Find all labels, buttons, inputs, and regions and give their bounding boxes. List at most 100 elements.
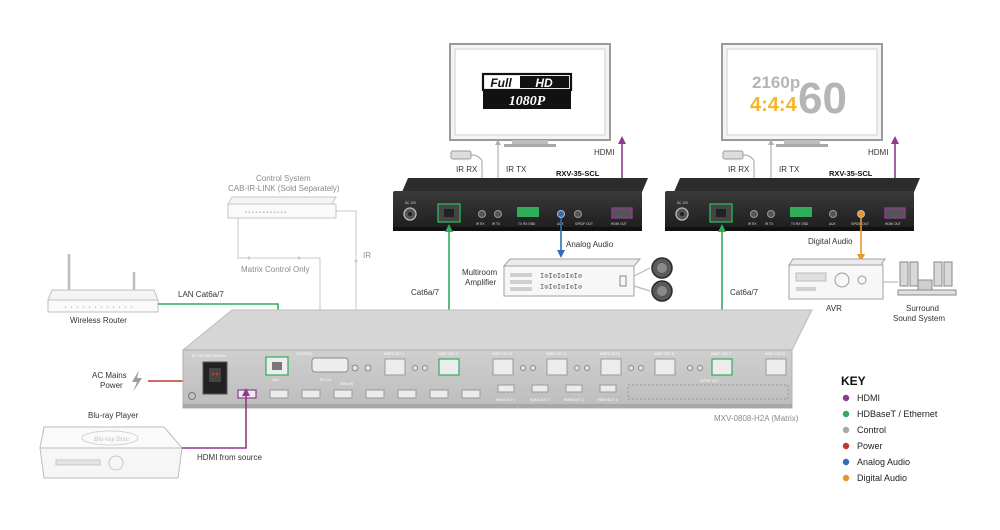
svg-text:TX RX GND: TX RX GND: [518, 222, 536, 226]
ir-label: IR: [363, 251, 371, 260]
svg-text:HDMI OUT: HDMI OUT: [885, 222, 901, 226]
svg-text:HDMI OUT: HDMI OUT: [611, 222, 627, 226]
multiroom-label-line1: Multiroom: [462, 268, 497, 277]
legend-label-digital-audio: Digital Audio: [857, 473, 907, 483]
legend-swatch-hdmi: [842, 394, 850, 402]
svg-text:AUX: AUX: [829, 222, 836, 226]
svg-text:IR RX: IR RX: [476, 222, 485, 226]
ir-eye-right: [722, 150, 755, 205]
lightning-icon: [132, 370, 142, 392]
receiver-right: RXV-35-SCL DC 12V IR RX IR TX TX RX GND …: [665, 169, 920, 231]
svg-text:AC 100-240V 50/60Hz: AC 100-240V 50/60Hz: [192, 354, 226, 358]
svg-text:S/PDIF OUT: S/PDIF OUT: [575, 222, 593, 226]
svg-text:Full: Full: [490, 76, 512, 90]
multiroom-amplifier: I⊙I⊙I⊙I⊙I⊙ I⊙I⊙I⊙I⊙I⊙: [502, 257, 673, 302]
control-system-label-line1: Control System: [256, 174, 311, 183]
legend-item-digital-audio: Digital Audio: [842, 473, 907, 483]
receiver-left: RXV-35-SCL DC 12V IR RX IR TX TX RX GND …: [393, 169, 648, 231]
ir-rx-label-right: IR RX: [728, 165, 750, 174]
surround-speakers: [897, 261, 957, 296]
avr-unit: [788, 258, 886, 300]
ac-mains-label-line2: Power: [100, 381, 123, 390]
svg-text:HDBT OUT 2: HDBT OUT 2: [438, 352, 458, 356]
matrix-switch: AC 100-240V 50/60Hz LAN CONTROL RS-232 H…: [181, 309, 813, 409]
wireless-router-label: Wireless Router: [70, 316, 127, 325]
surround-label-line2: Sound System: [893, 314, 945, 323]
svg-text:LAN: LAN: [272, 378, 279, 382]
bluray-label: Blu-ray Player: [88, 411, 139, 420]
lan-label: LAN Cat6a/7: [178, 290, 224, 299]
control-system-label-line2: CAB-IR-LINK (Sold Separately): [228, 184, 340, 193]
svg-text:S/PDIF OUT: S/PDIF OUT: [700, 379, 719, 383]
svg-text:HDBT OUT 5: HDBT OUT 5: [600, 352, 620, 356]
hdmi-label-left: HDMI: [594, 148, 614, 157]
matrix-model-label: MXV-0808-H2A (Matrix): [714, 414, 799, 423]
svg-text:DC 12V: DC 12V: [405, 201, 417, 205]
svg-text:HDBT OUT 7: HDBT OUT 7: [711, 352, 731, 356]
ir-rx-label-left: IR RX: [456, 165, 478, 174]
svg-text:IR TX: IR TX: [492, 222, 501, 226]
ir-eye-left: [450, 150, 483, 205]
digital-audio-label: Digital Audio: [808, 237, 853, 246]
svg-text:I⊙I⊙I⊙I⊙I⊙: I⊙I⊙I⊙I⊙I⊙: [540, 284, 582, 292]
analog-audio-label: Analog Audio: [566, 240, 614, 249]
ir-tx-label-right: IR TX: [779, 165, 800, 174]
wireless-router: • • • • • • • • • • • •: [47, 254, 159, 313]
legend-label-analog-audio: Analog Audio: [857, 457, 910, 467]
legend-item-hdbaset: HDBaseT / Ethernet: [842, 409, 938, 419]
tv-left: Full HD 1080P: [449, 43, 611, 147]
ac-mains-label-line1: AC Mains: [92, 371, 127, 380]
svg-text:DC 12V: DC 12V: [677, 201, 689, 205]
svg-text:HDBT OUT 3: HDBT OUT 3: [492, 352, 512, 356]
legend-title: KEY: [841, 374, 866, 388]
legend-item-control: Control: [842, 425, 886, 435]
svg-text:• • • • • • • • • • • •: • • • • • • • • • • • •: [64, 305, 133, 311]
legend-swatch-power: [842, 442, 850, 450]
control-system-box: ▪▪▪▪▪▪▪▪▪▪▪▪: [227, 196, 337, 219]
svg-text:HD: HD: [535, 76, 553, 90]
tv-right: 2160p 4:4:4 60: [721, 43, 883, 147]
svg-text:HDBT OUT 1: HDBT OUT 1: [384, 352, 404, 356]
svg-text:HDBT OUT 6: HDBT OUT 6: [654, 352, 674, 356]
hdmi-label-right: HDMI: [868, 148, 888, 157]
svg-text:HDMI IN: HDMI IN: [340, 382, 354, 386]
rx-model-left: RXV-35-SCL: [556, 169, 600, 178]
legend-item-power: Power: [842, 441, 883, 451]
svg-text:TX RX GND: TX RX GND: [791, 222, 809, 226]
legend-swatch-digital-audio: [842, 474, 850, 482]
svg-text:▪▪▪▪▪▪▪▪▪▪▪▪: ▪▪▪▪▪▪▪▪▪▪▪▪: [244, 209, 287, 216]
cat6a-label-left: Cat6a/7: [411, 288, 440, 297]
cat6a-label-right: Cat6a/7: [730, 288, 759, 297]
uhd-res-text: 2160p: [752, 73, 800, 92]
matrix-control-only-label: Matrix Control Only: [241, 265, 309, 274]
avr-label: AVR: [826, 304, 842, 313]
svg-text:IR RX: IR RX: [748, 222, 757, 226]
legend-label-hdbaset: HDBaseT / Ethernet: [857, 409, 938, 419]
svg-text:S/PDIF OUT: S/PDIF OUT: [851, 222, 869, 226]
svg-text:CONTROL: CONTROL: [296, 352, 313, 356]
multiroom-label-line2: Amplifier: [465, 278, 496, 287]
hdmi-from-source-label: HDMI from source: [197, 453, 262, 462]
svg-text:Blu-ray Disc: Blu-ray Disc: [94, 437, 130, 443]
uhd-rate-text: 60: [798, 74, 847, 123]
svg-text:HDBT OUT 8: HDBT OUT 8: [765, 352, 785, 356]
surround-label-line1: Surround: [906, 304, 939, 313]
svg-text:HDMI OUT 1: HDMI OUT 1: [496, 398, 516, 402]
legend-label-control: Control: [857, 425, 886, 435]
legend-label-hdmi: HDMI: [857, 393, 880, 403]
svg-text:HDBT OUT 4: HDBT OUT 4: [546, 352, 566, 356]
legend-item-analog-audio: Analog Audio: [842, 457, 910, 467]
fullhd-logo: Full HD 1080P: [481, 72, 573, 109]
svg-text:HDMI OUT 2: HDMI OUT 2: [530, 398, 550, 402]
ir-tx-label-left: IR TX: [506, 165, 527, 174]
svg-text:HDMI OUT 3: HDMI OUT 3: [564, 398, 584, 402]
legend-swatch-control: [842, 426, 850, 434]
rx-model-right: RXV-35-SCL: [829, 169, 873, 178]
svg-text:RS-232: RS-232: [320, 378, 332, 382]
legend: KEY HDMI HDBaseT / Ethernet Control Powe…: [841, 374, 938, 483]
uhd-chroma-text: 4:4:4: [750, 94, 798, 116]
svg-text:HDMI OUT 4: HDMI OUT 4: [598, 398, 618, 402]
svg-text:1080P: 1080P: [509, 94, 546, 109]
svg-text:IR TX: IR TX: [765, 222, 774, 226]
